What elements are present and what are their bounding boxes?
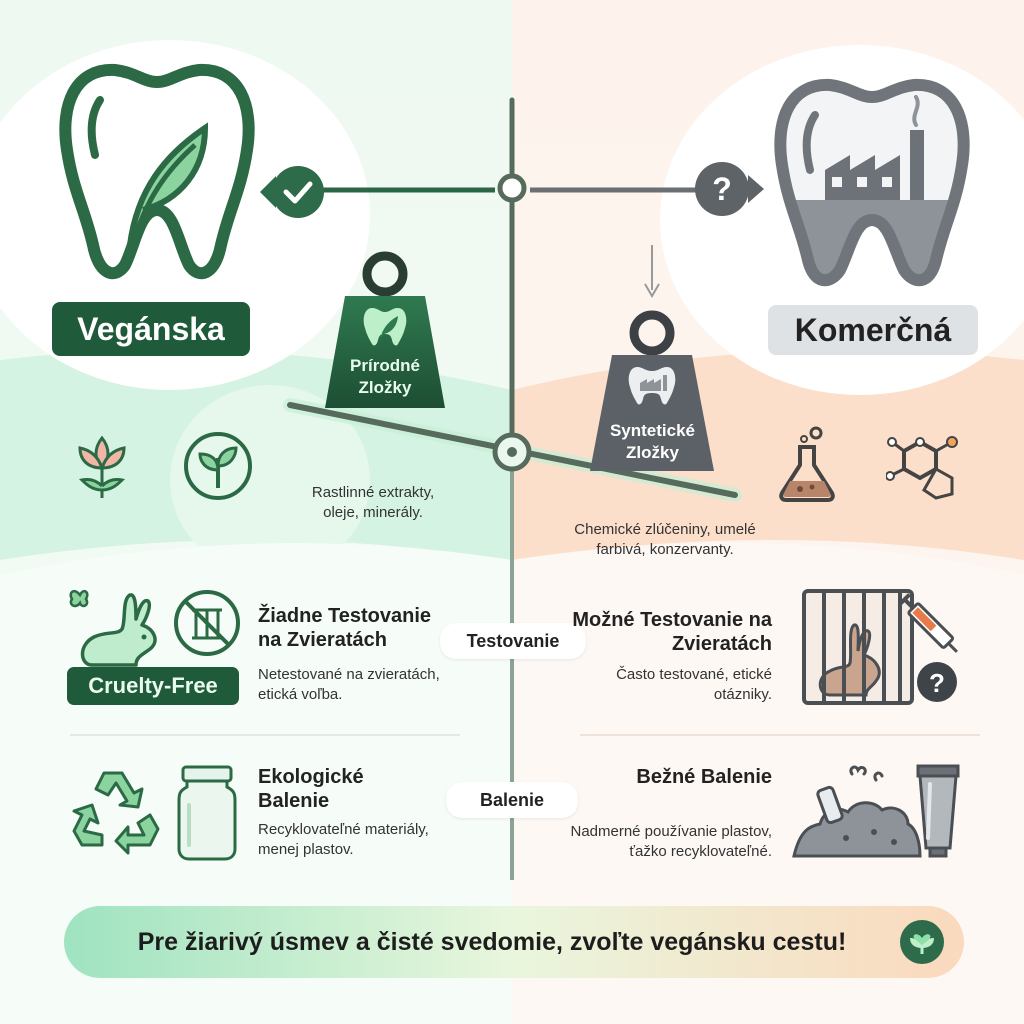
vegan-title: Vegánska bbox=[52, 302, 250, 356]
natural-ingredients-desc: Rastlinné extrakty, oleje, minerály. bbox=[311, 484, 435, 521]
eco-packaging-desc: Recyklovateľné materiály, menej plastov. bbox=[258, 821, 429, 858]
plastic-waste-icon bbox=[792, 764, 960, 858]
possible-testing-desc: Často testované, etické otázniky. bbox=[616, 666, 772, 703]
commercial-title: Komerčná bbox=[768, 305, 978, 355]
molecule-icon bbox=[886, 436, 958, 500]
synthetic-weight-icon bbox=[590, 310, 714, 471]
no-testing-desc: Netestované na zvieratách, etická voľba. bbox=[258, 666, 440, 703]
commercial-tooth-icon bbox=[774, 78, 970, 287]
footer-text: Pre žiarivý úsmev a čisté svedomie, zvoľ… bbox=[137, 928, 847, 956]
plant-circle-icon bbox=[184, 432, 252, 500]
no-testing-heading: Žiadne Testovanie na Zvieratách bbox=[258, 605, 432, 651]
possible-testing-heading: Možné Testovanie na Zvieratách bbox=[572, 609, 772, 655]
rabbit-icon bbox=[69, 589, 157, 667]
question-icon: ? bbox=[695, 162, 764, 216]
caged-rabbit-icon: ? bbox=[802, 589, 958, 705]
svg-text:?: ? bbox=[929, 668, 945, 698]
check-icon bbox=[260, 166, 324, 218]
heart-leaf-icon bbox=[900, 920, 944, 964]
vegan-tooth-icon bbox=[59, 63, 255, 280]
natural-weight-label: Prírodné Zložky bbox=[350, 356, 420, 397]
svg-text:?: ? bbox=[712, 171, 732, 207]
common-packaging-desc: Nadmerné používanie plastov, ťažko recyk… bbox=[570, 823, 772, 860]
footer-banner-bg bbox=[64, 906, 964, 978]
testing-tag: Testovanie bbox=[440, 623, 586, 659]
synthetic-weight-label: Syntetické Zložky bbox=[609, 421, 696, 462]
natural-weight-icon bbox=[325, 251, 445, 408]
glass-jar-icon bbox=[177, 765, 237, 861]
eco-packaging-heading: Ekologické Balenie bbox=[258, 766, 364, 812]
flower-icon bbox=[78, 435, 126, 498]
synthetic-ingredients-desc: Chemické zlúčeniny, umelé farbivá, konze… bbox=[574, 521, 756, 558]
recycle-icon bbox=[72, 771, 160, 855]
packaging-tag: Balenie bbox=[446, 782, 578, 818]
cruelty-free-badge: Cruelty-Free bbox=[67, 667, 239, 705]
common-packaging-heading: Bežné Balenie bbox=[636, 766, 772, 788]
no-testing-icon bbox=[174, 590, 240, 656]
flask-icon bbox=[779, 426, 835, 502]
